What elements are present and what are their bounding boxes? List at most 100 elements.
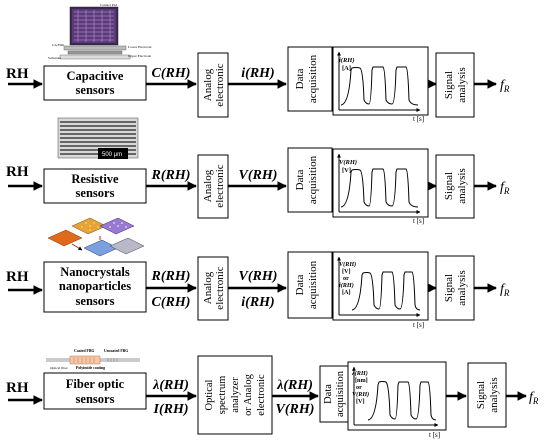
electronic-line-2: electronic xyxy=(214,164,226,207)
electronic-output-i: i(RH) xyxy=(241,295,274,310)
signal-analysis-box xyxy=(467,362,507,428)
sensor-line-1: Fiber optic xyxy=(66,377,125,391)
data-acquisition-box xyxy=(287,147,333,213)
nanocrystal-sensor-box xyxy=(43,261,147,313)
sensor-line-1: Resistive xyxy=(71,172,119,186)
plot-ylabel-a: λ(RH) xyxy=(351,370,368,377)
plot-xlabel: t [s] xyxy=(429,431,440,439)
signal-plot-1: i(RH) [A] t [s] xyxy=(332,46,429,123)
sensor-line-3: sensors xyxy=(76,294,115,308)
rh-input-label: RH xyxy=(6,66,29,82)
acq-line-2: acquisition xyxy=(335,370,346,417)
analysis-line-2: analysis xyxy=(456,168,468,203)
electronic-output-i: i(RH) xyxy=(241,66,274,81)
sensor-line-1: Nanocrystals xyxy=(60,265,130,279)
row-fiber-optic: Coated FBG Uncoated FBG Optical fiber Po… xyxy=(6,349,539,439)
electronic-line-1: Analog xyxy=(202,271,214,304)
analysis-line-1: Signal xyxy=(443,71,455,99)
data-acquisition-box xyxy=(287,46,333,112)
sensor-output-cap: C(RH) xyxy=(152,66,191,81)
sensor-line-2: sensors xyxy=(76,83,115,97)
acq-line-2: acquisition xyxy=(307,54,319,103)
row-resistive: 500 µm RH Resistive sensors R(RH) Analog… xyxy=(6,117,510,225)
rh-input-label: RH xyxy=(6,164,29,180)
signal-plot-2: V(RH) [V] t [s] xyxy=(332,148,429,225)
electronic-line-4: or Analog xyxy=(243,373,254,415)
data-acquisition-box xyxy=(319,365,349,423)
analysis-line-1: Signal xyxy=(443,274,455,302)
electronic-output-v: V(RH) xyxy=(239,269,278,284)
plot-yunit: [V] xyxy=(342,167,351,174)
electronic-output-v: V(RH) xyxy=(239,168,278,183)
plot-yunit-b: [A] xyxy=(342,289,351,296)
signal-analysis-box xyxy=(435,52,475,118)
label-substrate: Substrate xyxy=(48,56,61,60)
plot-y-or: or xyxy=(343,275,349,282)
row-nanocrystals: RH Nanocrystals nanoparticles sensors R(… xyxy=(6,217,510,329)
plot-ylabel: V(RH) xyxy=(339,159,357,166)
electronic-output-v: V(RH) xyxy=(276,402,315,417)
signal-analysis-box xyxy=(435,154,475,219)
electronic-line-1: Analog xyxy=(202,68,214,101)
optical-analyzer-box xyxy=(197,355,273,435)
result-fr: fR xyxy=(500,180,510,196)
label-contact-pad: Contact Pad xyxy=(100,3,117,7)
fiber-optic-sensor-box xyxy=(43,372,147,410)
result-fr: fR xyxy=(500,78,510,94)
sensor-output-c: C(RH) xyxy=(152,295,191,310)
electronic-line-1: Optical xyxy=(204,379,215,410)
sensor-line-2: sensors xyxy=(76,186,115,200)
plot-ylabel-b: V(RH) xyxy=(352,391,369,398)
plot-ylabel: i(RH) xyxy=(339,57,355,64)
electronic-line-1: Analog xyxy=(202,169,214,202)
acq-line-1: Data xyxy=(323,384,334,404)
plot-y-or: or xyxy=(356,384,362,391)
acq-line-1: Data xyxy=(294,69,306,90)
sensor-line-2: sensors xyxy=(76,392,115,406)
sensor-output-r: R(RH) xyxy=(151,269,191,284)
plot-ylabel-a: V(RH) xyxy=(339,261,356,268)
scale-bar-label: 500 µm xyxy=(102,152,122,158)
analog-electronic-box xyxy=(197,256,229,321)
electronic-line-2: electronic xyxy=(214,266,226,309)
row-capacitive: Contact Pad CA Film Lower Electrode Uppe… xyxy=(6,3,510,123)
electronic-line-2: electronic xyxy=(214,63,226,106)
signal-plot-4: λ(RH) [nm] or V(RH) [V] t [s] xyxy=(347,361,447,439)
analysis-line-2: analysis xyxy=(456,270,468,305)
fiber-optic-sensor-image: Coated FBG Uncoated FBG Optical fiber Po… xyxy=(46,349,140,370)
sensor-output-r: R(RH) xyxy=(151,168,191,183)
plot-xlabel: t [s] xyxy=(413,115,424,123)
sensor-line-2: nanoparticles xyxy=(59,279,131,293)
result-fr: fR xyxy=(500,282,510,298)
nanocrystal-sensor-image xyxy=(47,217,145,257)
electronic-line-2: spectrum xyxy=(217,376,228,415)
signal-analysis-box xyxy=(435,255,475,321)
plot-xlabel: t [s] xyxy=(413,217,424,225)
sensor-output-intensity: I(RH) xyxy=(153,402,189,417)
plot-yunit-a: [V] xyxy=(342,268,351,275)
plot-yunit-a: [nm] xyxy=(355,377,368,384)
label-optical-fiber: Optical fiber xyxy=(50,366,69,370)
data-acquisition-box xyxy=(287,251,333,319)
label-coated-fbg: Coated FBG xyxy=(74,349,94,353)
signal-plot-3: V(RH) [V] or i(RH) [A] t [s] xyxy=(332,251,429,329)
acq-line-1: Data xyxy=(294,170,306,191)
sensor-output-lambda: λ(RH) xyxy=(152,378,189,393)
plot-xlabel: t [s] xyxy=(413,321,424,329)
label-lower-electrode: Lower Electrode xyxy=(128,45,152,49)
plot-yunit-b: [V] xyxy=(356,398,365,405)
resistive-sensor-image: 500 µm xyxy=(57,117,139,159)
analysis-line-2: analysis xyxy=(456,67,468,102)
rh-input-label: RH xyxy=(6,269,29,285)
analysis-line-2: analysis xyxy=(488,377,500,412)
capacitive-sensor-image: Contact Pad CA Film Lower Electrode Uppe… xyxy=(48,3,152,60)
analysis-line-1: Signal xyxy=(443,172,455,200)
rh-input-label: RH xyxy=(6,380,29,396)
electronic-line-5: electronic xyxy=(256,374,267,416)
label-uncoated-fbg: Uncoated FBG xyxy=(104,349,128,353)
resistive-sensor-box xyxy=(43,168,147,204)
label-upper-electrode: Upper Electrode xyxy=(128,54,151,58)
acq-line-1: Data xyxy=(294,275,306,296)
